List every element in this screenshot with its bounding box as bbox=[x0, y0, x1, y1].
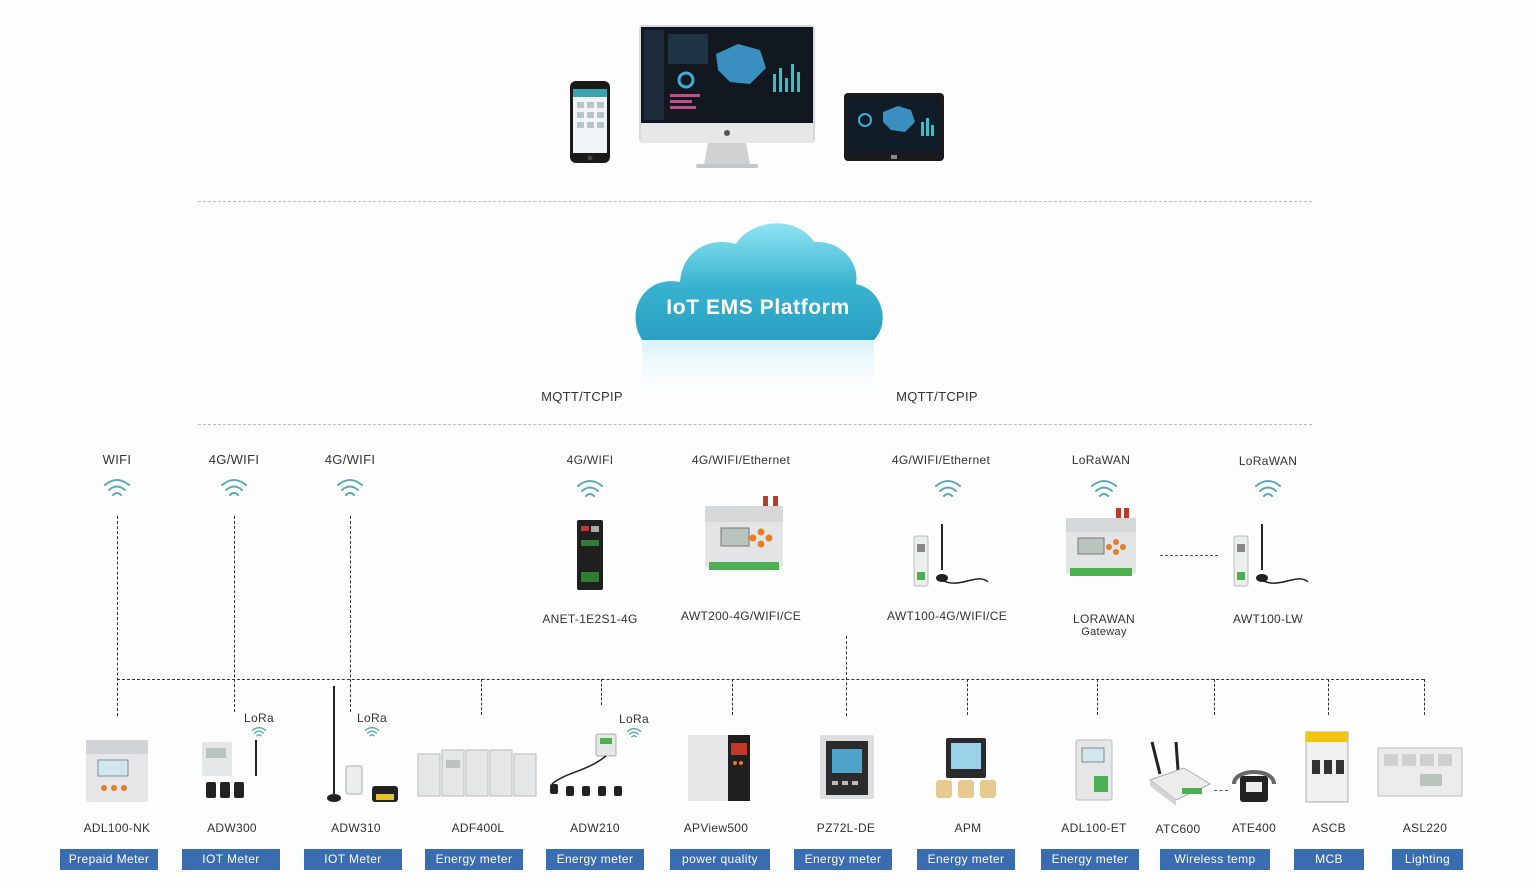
device-model-label: ADL100-NK bbox=[83, 821, 151, 835]
meter-adl100et-device bbox=[1075, 739, 1113, 801]
bus-vertical-line bbox=[234, 516, 235, 712]
device-model-label: ADW210 bbox=[570, 821, 620, 835]
bus-vertical-line bbox=[846, 636, 847, 716]
link-label-left: MQTT/TCPIP bbox=[541, 389, 623, 404]
gateway-awt200-device bbox=[705, 496, 783, 570]
protocol-label: LoRaWAN bbox=[1238, 454, 1298, 468]
category-badge: Prepaid Meter bbox=[60, 849, 158, 870]
device-model-label: ATE400 bbox=[1231, 821, 1277, 835]
category-badge: Energy meter bbox=[917, 849, 1015, 870]
device-model-label: ADW310 bbox=[331, 821, 381, 835]
bus-drop-line bbox=[481, 679, 482, 715]
gateway-label: AWT100-LW bbox=[1232, 612, 1304, 626]
sensor-ate400-device bbox=[1232, 770, 1276, 802]
wifi-icon bbox=[221, 479, 247, 496]
platform-title: IoT EMS Platform bbox=[666, 296, 849, 319]
bus-drop-line bbox=[1097, 679, 1098, 715]
atc-link-line bbox=[1214, 790, 1228, 791]
meter-adw210-device bbox=[550, 733, 622, 796]
smartphone-icon bbox=[570, 81, 610, 163]
bus-drop-line bbox=[732, 679, 733, 715]
monitor-apview500-device bbox=[688, 735, 750, 801]
category-badge: Energy meter bbox=[425, 849, 523, 870]
bus-vertical-line bbox=[350, 516, 351, 712]
category-badge: Energy meter bbox=[1041, 849, 1139, 870]
protocol-label: WIFI bbox=[102, 452, 132, 467]
client-devices bbox=[560, 20, 960, 180]
meter-apm-device bbox=[936, 738, 996, 798]
category-badge: Energy meter bbox=[794, 849, 892, 870]
category-badge: power quality bbox=[670, 849, 770, 870]
wifi-icon bbox=[251, 726, 267, 737]
protocol-label: 4G/WIFI bbox=[566, 453, 614, 467]
gateway-label: AWT100-4G/WIFI/CE bbox=[886, 609, 1008, 623]
desktop-monitor-icon bbox=[639, 25, 815, 168]
wifi-icon bbox=[935, 480, 961, 497]
link-label-right: MQTT/TCPIP bbox=[896, 389, 978, 404]
category-badge: Wireless temp bbox=[1160, 849, 1270, 870]
gateway-awt100-device bbox=[913, 524, 989, 587]
lora-tag: LoRa bbox=[619, 712, 649, 726]
gateway-label: AWT200-4G/WIFI/CE bbox=[680, 609, 802, 623]
cloud-icon: IoT EMS Platform bbox=[635, 223, 883, 400]
protocol-label: 4G/WIFI bbox=[324, 452, 376, 467]
category-badge: IOT Meter bbox=[182, 849, 280, 870]
device-model-label: ADL100-ET bbox=[1061, 821, 1127, 835]
lora-tag: LoRa bbox=[244, 711, 274, 725]
bus-drop-line bbox=[1214, 679, 1215, 715]
gateway-awt100lw-device bbox=[1233, 524, 1309, 587]
meter-adf400l-device bbox=[417, 749, 537, 797]
meter-adw310-device bbox=[327, 686, 398, 802]
device-model-label: APView500 bbox=[683, 821, 749, 835]
breaker-ascb-device bbox=[1305, 731, 1349, 803]
separator-top bbox=[198, 201, 1312, 202]
device-model-label: ADW300 bbox=[207, 821, 257, 835]
controller-asl220-device bbox=[1377, 747, 1463, 797]
protocol-label: 4G/WIFI/Ethernet bbox=[891, 453, 991, 467]
separator-bottom bbox=[198, 424, 1312, 425]
protocol-label: 4G/WIFI/Ethernet bbox=[691, 453, 791, 467]
device-model-label: APM bbox=[954, 821, 982, 835]
wifi-icon bbox=[577, 480, 603, 497]
gateway-label: Gateway bbox=[1081, 626, 1127, 638]
device-model-label: ASCB bbox=[1312, 821, 1346, 835]
device-model-label: PZ72L-DE bbox=[816, 821, 876, 835]
bus-drop-line bbox=[1328, 679, 1329, 715]
category-badge: Lighting bbox=[1392, 849, 1463, 870]
wifi-icon bbox=[1091, 480, 1117, 497]
meter-adw300-device bbox=[202, 740, 257, 798]
wifi-icon bbox=[337, 479, 363, 496]
bus-drop-line bbox=[601, 679, 602, 705]
wifi-icon bbox=[104, 479, 130, 496]
wifi-icon bbox=[1255, 480, 1281, 497]
meter-adl100nk-device bbox=[86, 740, 148, 802]
device-model-label: ASL220 bbox=[1402, 821, 1448, 835]
bus-drop-line bbox=[967, 679, 968, 715]
category-badge: IOT Meter bbox=[304, 849, 402, 870]
category-badge: MCB bbox=[1294, 849, 1364, 870]
lora-link-line bbox=[1160, 555, 1218, 556]
wifi-icon bbox=[626, 727, 642, 738]
gateway-lorawan-device bbox=[1066, 508, 1136, 576]
wifi-icon bbox=[364, 726, 380, 737]
device-model-label: ATC600 bbox=[1155, 822, 1201, 836]
gateway-anet-device bbox=[577, 520, 603, 590]
gateway-label: ANET-1E2S1-4G bbox=[542, 612, 638, 626]
lora-tag: LoRa bbox=[357, 711, 387, 725]
protocol-label: LoRaWAN bbox=[1071, 453, 1131, 467]
bus-drop-line bbox=[1424, 679, 1425, 715]
gateway-label: LORAWAN bbox=[1073, 612, 1135, 626]
protocol-label: 4G/WIFI bbox=[208, 452, 260, 467]
meter-pz72lde-device bbox=[820, 735, 874, 799]
category-badge: Energy meter bbox=[546, 849, 644, 870]
bus-horizontal-line bbox=[117, 679, 1424, 680]
tablet-icon bbox=[844, 93, 944, 161]
device-model-label: ADF400L bbox=[451, 821, 505, 835]
sensor-atc600-device bbox=[1148, 741, 1212, 806]
bus-vertical-line bbox=[117, 516, 118, 716]
